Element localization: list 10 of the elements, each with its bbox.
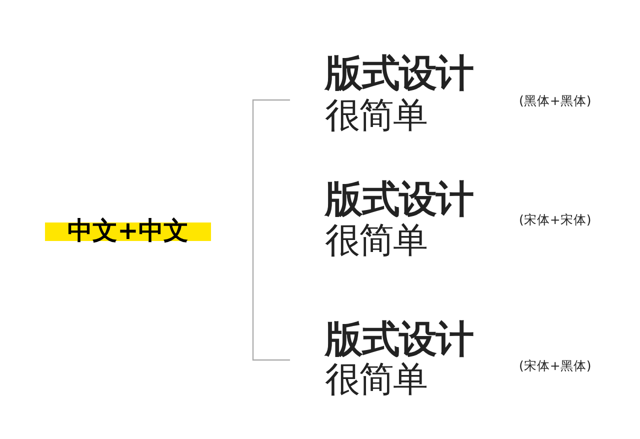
font-note: (黑体+黑体) — [519, 95, 592, 108]
font-note: (宋体+黑体) — [519, 360, 592, 372]
heading: 版式设计 — [325, 180, 473, 218]
heading: 版式设计 — [325, 54, 473, 92]
subheading: 很简单 — [325, 99, 427, 134]
heading: 版式设计 — [325, 320, 473, 358]
subheading: 很简单 — [325, 224, 427, 259]
subheading: 很简单 — [325, 363, 427, 398]
font-note: (宋体+宋体) — [519, 214, 592, 226]
highlighted-heading: 中文+中文 — [45, 217, 211, 245]
